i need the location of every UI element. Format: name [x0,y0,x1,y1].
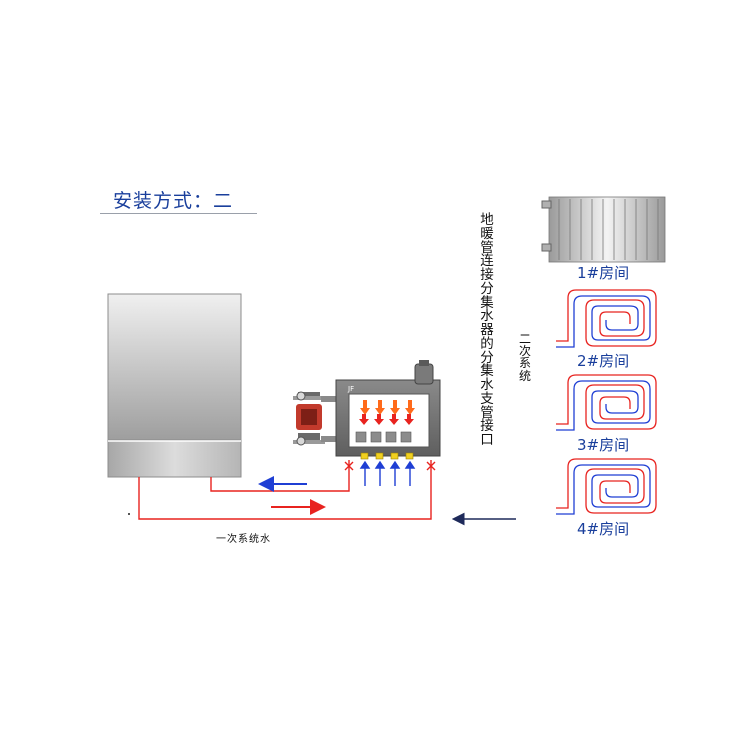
radiator [541,196,666,263]
primary-loop-pipes [138,460,432,520]
manifold: JF [335,360,441,486]
floor-coil-4 [556,458,657,515]
secondary-system-label: 二次系统 [518,332,531,383]
floor-coil-2 [556,289,657,348]
room-label-3: 3#房间 [577,436,630,454]
primary-water-label: 一次系统水 [216,534,271,545]
diagram-title: 安装方式：二 [113,190,234,212]
room-label-4: 4#房间 [577,520,630,538]
manifold-note: 地暖管连接分集水器的分集水支管接口 [480,212,494,449]
room-label-2: 2#房间 [577,352,630,370]
circulation-pump [293,391,337,446]
boiler [107,293,242,478]
title-underline [100,213,257,214]
floor-coil-3 [556,374,657,431]
manifold-label: JF [347,385,354,393]
room-label-1: 1#房间 [577,264,630,282]
stray-dot [128,513,130,515]
